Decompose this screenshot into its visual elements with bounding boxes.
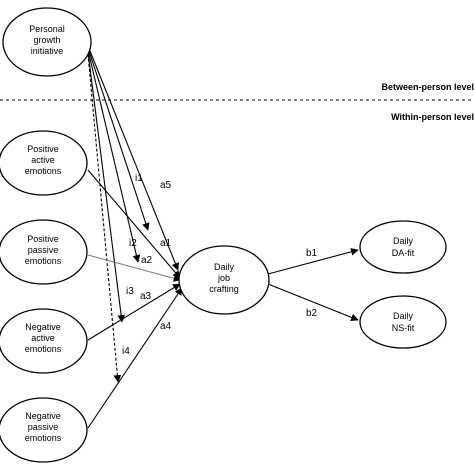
node-daily-job-crafting: Daily job crafting — [178, 245, 270, 315]
svg-text:emotions: emotions — [25, 433, 62, 443]
svg-text:initiative: initiative — [31, 46, 64, 56]
path-a4-arrow — [87, 287, 183, 429]
svg-text:emotions: emotions — [25, 344, 62, 354]
svg-text:crafting: crafting — [209, 284, 239, 294]
path-a3-arrow — [87, 283, 181, 341]
node-daily-ns-fit: Daily NS-fit — [359, 295, 447, 349]
svg-text:emotions: emotions — [25, 256, 62, 266]
path-i4-arrow — [87, 53, 122, 383]
svg-text:Daily: Daily — [214, 262, 235, 272]
path-a1-arrow — [87, 169, 181, 279]
node-negative-active-emotions: Negative active emotions — [0, 308, 88, 374]
path-b1-arrow — [267, 248, 359, 275]
path-i3-arrow — [87, 51, 125, 323]
label-b1: b1 — [306, 248, 318, 259]
svg-text:DA-fit: DA-fit — [392, 248, 415, 258]
label-a2: a2 — [141, 255, 153, 266]
svg-text:growth: growth — [33, 35, 60, 45]
within-person-level-label: Within-person level — [391, 112, 474, 122]
svg-text:Negative: Negative — [25, 411, 61, 421]
path-a5-arrow — [87, 45, 179, 271]
node-positive-active-emotions: Positive active emotions — [0, 130, 88, 196]
path-i1-arrow — [87, 47, 150, 231]
svg-text:Negative: Negative — [25, 322, 61, 332]
path-a2-arrow — [87, 254, 181, 282]
node-negative-passive-emotions: Negative passive emotions — [0, 397, 88, 463]
label-i2: i2 — [129, 238, 137, 249]
svg-text:Daily: Daily — [393, 311, 414, 321]
node-daily-da-fit: Daily DA-fit — [359, 220, 447, 274]
label-a3: a3 — [140, 291, 152, 302]
between-person-level-label: Between-person level — [381, 82, 474, 92]
label-a1: a1 — [160, 238, 172, 249]
svg-text:passive: passive — [28, 422, 59, 432]
svg-text:job: job — [217, 273, 230, 283]
svg-text:emotions: emotions — [25, 166, 62, 176]
label-i1: i1 — [135, 173, 143, 184]
node-personal-growth-initiative: Personal growth initiative — [2, 7, 92, 77]
svg-text:Daily: Daily — [393, 236, 414, 246]
label-i3: i3 — [126, 286, 134, 297]
label-b2: b2 — [306, 308, 318, 319]
svg-text:active: active — [31, 333, 55, 343]
label-a4: a4 — [160, 321, 172, 332]
svg-text:NS-fit: NS-fit — [392, 323, 415, 333]
svg-text:active: active — [31, 155, 55, 165]
node-positive-passive-emotions: Positive passive emotions — [0, 219, 88, 285]
label-i4: i4 — [122, 346, 130, 357]
svg-text:Positive: Positive — [27, 144, 59, 154]
path-i2-arrow — [87, 49, 141, 263]
svg-text:passive: passive — [28, 245, 59, 255]
path-b2-arrow — [267, 283, 359, 322]
svg-text:Personal: Personal — [29, 24, 65, 34]
svg-text:Positive: Positive — [27, 234, 59, 244]
label-a5: a5 — [160, 180, 172, 191]
